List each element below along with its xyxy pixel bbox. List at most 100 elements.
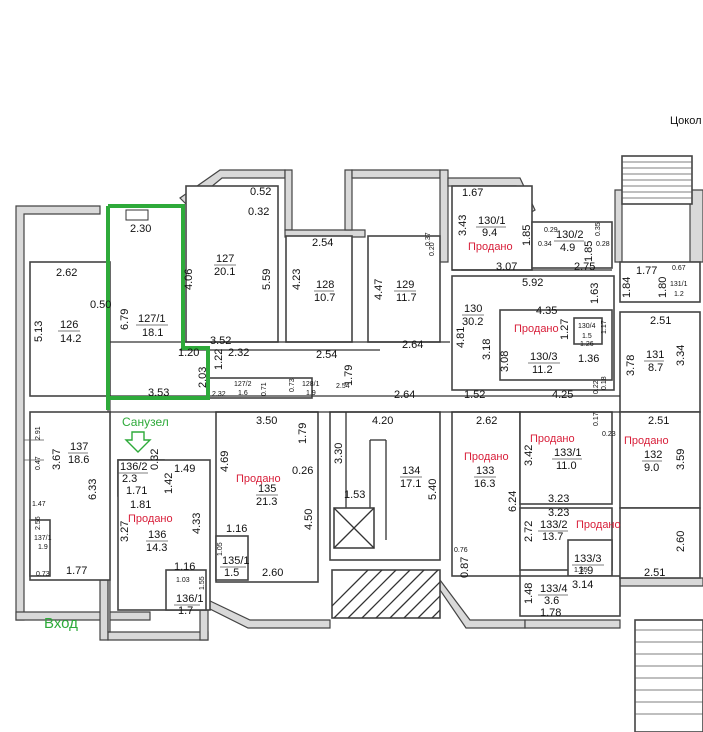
dim-label: 2.60 — [675, 531, 687, 552]
sold-label: Продано — [576, 519, 621, 531]
dim-label: 1.17 — [601, 320, 608, 334]
dim-label: 1.81 — [130, 499, 151, 511]
room-number: 132 — [644, 449, 662, 461]
dim-label: 0.73 — [36, 571, 50, 578]
room-number: 131 — [646, 349, 664, 361]
room-number: 129 — [396, 279, 414, 291]
room-area: 1.9 — [306, 390, 316, 397]
dim-label: 3.52 — [210, 335, 231, 347]
dim-label: 1.67 — [462, 187, 483, 199]
dim-label: 4.25 — [552, 389, 573, 401]
room-number: 131/1 — [670, 281, 688, 288]
dim-label: 3.23 — [548, 493, 569, 505]
dim-label: 4.35 — [536, 305, 557, 317]
room-number: 137/1 — [34, 535, 52, 542]
dim-label: 1.16 — [226, 523, 247, 535]
dim-label: 1.79 — [297, 423, 309, 444]
dim-label: 1.26 — [580, 341, 594, 348]
room-area: 14.2 — [60, 333, 81, 345]
room-number: 127/2 — [234, 381, 252, 388]
room-area: 4.9 — [560, 242, 575, 254]
room-number: 128 — [316, 279, 334, 291]
dim-label: 1.36 — [578, 353, 599, 365]
dim-label: 5.92 — [522, 277, 543, 289]
dim-label: 1.77 — [636, 265, 657, 277]
dim-label: 2.32 — [228, 347, 249, 359]
room-area: 21.3 — [256, 496, 277, 508]
bathroom-label: Санузел — [122, 415, 169, 429]
dim-label: 3.30 — [333, 443, 345, 464]
dim-label: 0.18 — [601, 376, 608, 390]
room-area: 1.9 — [38, 544, 48, 551]
room-number: 137 — [70, 441, 88, 453]
dim-label: 2.64 — [402, 339, 423, 351]
room-area: 17.1 — [400, 478, 421, 490]
room-number: 135 — [258, 483, 276, 495]
room-number: 128/1 — [302, 381, 320, 388]
dim-label: 4.50 — [303, 509, 315, 530]
dim-label: 1.47 — [32, 501, 46, 508]
room-area: 1.5 — [582, 333, 592, 340]
dim-label: 2.62 — [56, 267, 77, 279]
room-area: 1.7 — [178, 605, 193, 617]
dim-label: 0.67 — [672, 265, 686, 272]
dim-label: 2.30 — [130, 223, 151, 235]
room-area: 13.7 — [542, 531, 563, 543]
dim-label: 3.59 — [675, 449, 687, 470]
room-area: 16.3 — [474, 478, 495, 490]
room-number: 133/4 — [540, 583, 568, 595]
dim-label: 0.22 — [593, 380, 600, 394]
dim-label: 1.49 — [174, 463, 195, 475]
dim-label: 2.60 — [262, 567, 283, 579]
entrance-label: Вход — [44, 615, 78, 632]
dim-label: 6.79 — [119, 309, 131, 330]
dim-label: 4.81 — [455, 327, 467, 348]
room-number: 133/2 — [540, 519, 568, 531]
room-number: 130/3 — [530, 351, 558, 363]
sold-label: Продано — [514, 323, 559, 335]
dim-label: 1.71 — [126, 485, 147, 497]
dim-label: 2.72 — [523, 521, 535, 542]
dim-label: 4.69 — [219, 451, 231, 472]
room-number: 127 — [216, 253, 234, 265]
dim-label: 3.42 — [523, 445, 535, 466]
dim-label: 5.13 — [33, 321, 45, 342]
room-number: 133 — [476, 465, 494, 477]
dim-label: 2.91 — [35, 426, 42, 440]
stairs-top — [621, 155, 693, 205]
room-area: 2.3 — [122, 473, 137, 485]
sold-label: Продано — [464, 451, 509, 463]
dim-label: 2.51 — [648, 415, 669, 427]
dim-label: 3.27 — [119, 521, 131, 542]
room-area: 1.9 — [578, 565, 593, 577]
dim-label: 1.05 — [217, 542, 224, 556]
dim-label: 1.48 — [523, 583, 535, 604]
room-area: 11.2 — [532, 364, 553, 376]
dim-label: 0.23 — [602, 431, 616, 438]
dim-label: 0.50 — [90, 299, 111, 311]
dim-label: 4.33 — [191, 513, 203, 534]
room-area: 20.1 — [214, 266, 235, 278]
dim-label: 5.59 — [261, 269, 273, 290]
room-number: 133/3 — [574, 553, 602, 565]
dim-label: 0.29 — [544, 227, 558, 234]
dim-label: 2.54 — [316, 349, 337, 361]
dim-label: 1.80 — [657, 277, 669, 298]
sold-label: Продано — [624, 435, 669, 447]
sold-label: Продано — [530, 433, 575, 445]
hatched-ramp — [331, 569, 441, 619]
sold-label: Продано — [128, 513, 173, 525]
room-number: 130/1 — [478, 215, 506, 227]
dim-label: 2.64 — [394, 389, 415, 401]
room-number: 136 — [148, 529, 166, 541]
dim-label: 0.28 — [596, 241, 610, 248]
dim-label: 2.32 — [212, 391, 226, 398]
room-number: 127/1 — [138, 313, 166, 325]
room-area: 3.6 — [544, 595, 559, 607]
stairs-bottom — [634, 619, 703, 732]
dim-label: 3.23 — [548, 507, 569, 519]
dim-label: 5.40 — [427, 479, 439, 500]
sold-label: Продано — [468, 241, 513, 253]
floor-label: Цокол — [670, 115, 702, 127]
dim-label: 1.22 — [213, 349, 225, 370]
